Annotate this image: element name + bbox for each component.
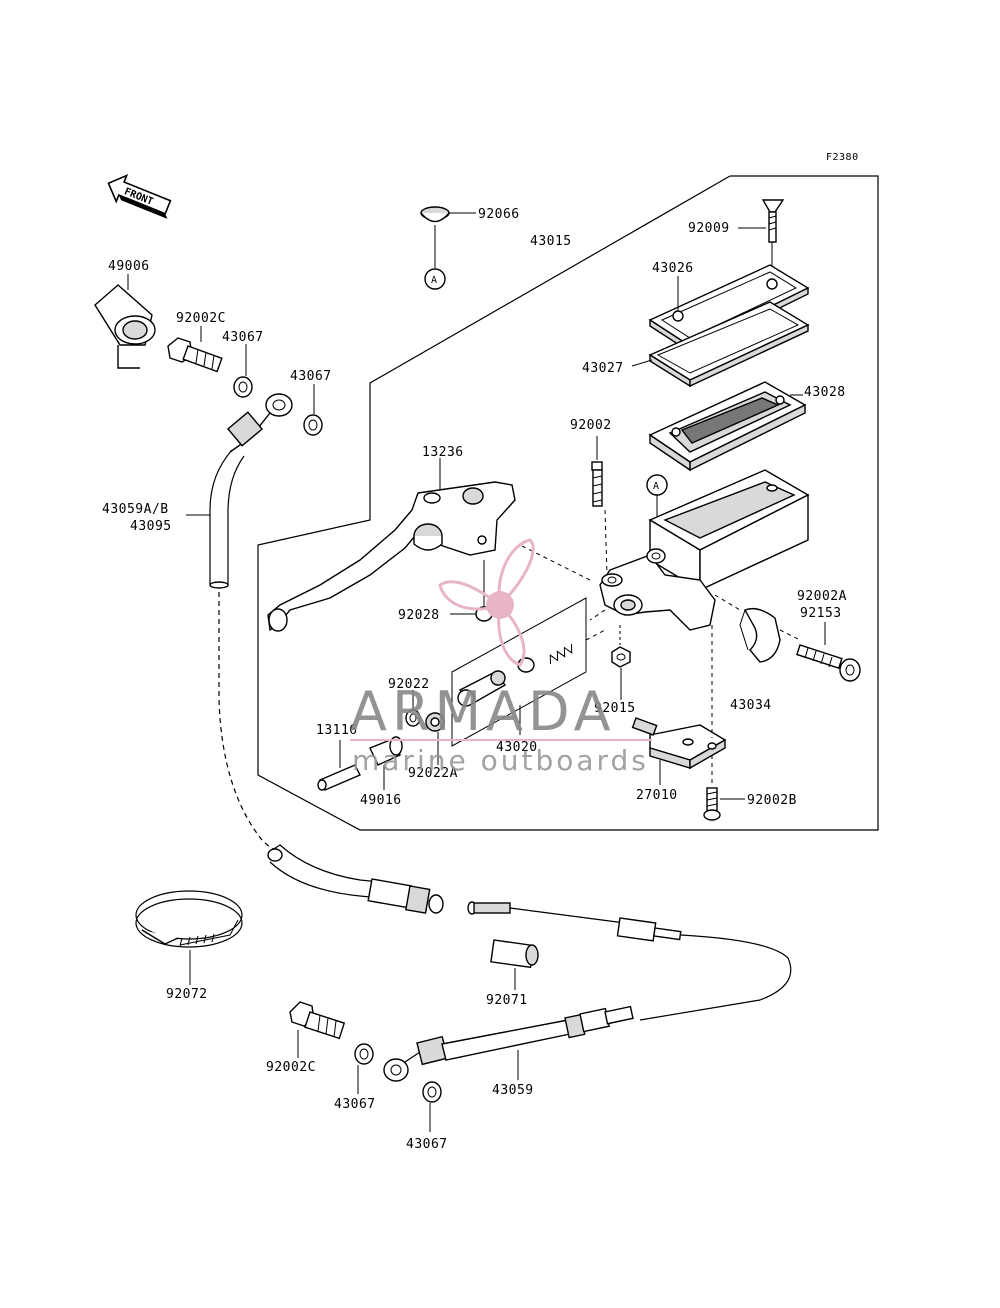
label-92009: 92009 (688, 221, 730, 236)
reservoir-body (648, 469, 810, 592)
label-92028: 92028 (398, 608, 440, 623)
label-43095: 43095 (130, 519, 172, 534)
master-cylinder-mount (599, 548, 716, 631)
circlip-92022 (405, 690, 421, 727)
label-92002a-right: 92002A (797, 589, 847, 604)
label-27010: 27010 (636, 788, 678, 803)
screw-92009 (738, 199, 785, 282)
cable-upper (467, 901, 792, 1021)
nut-92015 (611, 625, 631, 700)
svg-text:A: A (653, 481, 660, 492)
label-43067-d: 43067 (406, 1137, 448, 1152)
label-13116: 13116 (316, 723, 358, 738)
washer-43067-c (354, 1043, 374, 1094)
hose-43059 (383, 1005, 634, 1082)
figure-code: F2380 (826, 152, 859, 163)
watermark-brand: ARMADA (350, 680, 616, 743)
label-92015: 92015 (594, 701, 636, 716)
label-92002: 92002 (570, 418, 612, 433)
label-92022a: 92022A (408, 766, 458, 781)
washer-43067-d (422, 1081, 442, 1132)
pushrod-13116 (317, 740, 361, 791)
screw-92002 (591, 436, 608, 576)
label-43028: 43028 (804, 385, 846, 400)
label-92066: 92066 (478, 207, 520, 222)
band-clamp-92072 (135, 890, 243, 985)
label-49016: 49016 (360, 793, 402, 808)
label-43067-c: 43067 (334, 1097, 376, 1112)
piston-kit-43020 (451, 597, 606, 747)
label-92071: 92071 (486, 993, 528, 1008)
label-43027: 43027 (582, 361, 624, 376)
assembly-outline (257, 175, 879, 831)
lever-13236 (267, 458, 516, 632)
label-43059: 43059 (492, 1083, 534, 1098)
label-92002c-top: 92002C (176, 311, 226, 326)
label-92153: 92153 (800, 606, 842, 621)
seal-92022a (425, 712, 445, 765)
front-arrow-icon: FRONT (107, 174, 172, 219)
propeller-logo-icon (438, 538, 535, 667)
banjo-bolt-92002c-top (167, 326, 223, 373)
label-43026: 43026 (652, 261, 694, 276)
bolt-92002a (779, 622, 861, 682)
hose-43059ab (186, 449, 276, 851)
washer-43067-b (303, 384, 323, 436)
boot-49016 (369, 736, 403, 790)
hose-lower (267, 844, 444, 914)
switch-27010 (631, 625, 727, 785)
hose-fitting-top (226, 393, 293, 453)
boot-49006 (94, 274, 156, 369)
label-43067-a: 43067 (222, 330, 264, 345)
diaphragm-43028 (648, 381, 807, 472)
label-92002b: 92002B (747, 793, 797, 808)
plate-43027 (631, 301, 810, 388)
sleeve-92071 (490, 939, 539, 990)
watermark-tagline: marine outboards (352, 744, 649, 777)
label-92002c-bottom: 92002C (266, 1060, 316, 1075)
washer-43067-a (233, 344, 253, 398)
screw-92002b (703, 787, 745, 821)
armada-watermark: ARMADA marine outboards (350, 538, 652, 777)
callout-a-top: A (431, 275, 438, 286)
banjo-bolt-92002c-bottom (289, 1001, 346, 1058)
label-92072: 92072 (166, 987, 208, 1002)
label-43067-b: 43067 (290, 369, 332, 384)
clamp-43034 (714, 594, 781, 663)
cap-92066: A (420, 206, 476, 290)
pin-92028 (450, 560, 493, 622)
label-43015: 43015 (530, 234, 572, 249)
label-13236: 13236 (422, 445, 464, 460)
label-92022: 92022 (388, 677, 430, 692)
label-43034: 43034 (730, 698, 772, 713)
label-43059ab: 43059A/B (102, 502, 169, 517)
label-43020: 43020 (496, 740, 538, 755)
label-49006: 49006 (108, 259, 150, 274)
